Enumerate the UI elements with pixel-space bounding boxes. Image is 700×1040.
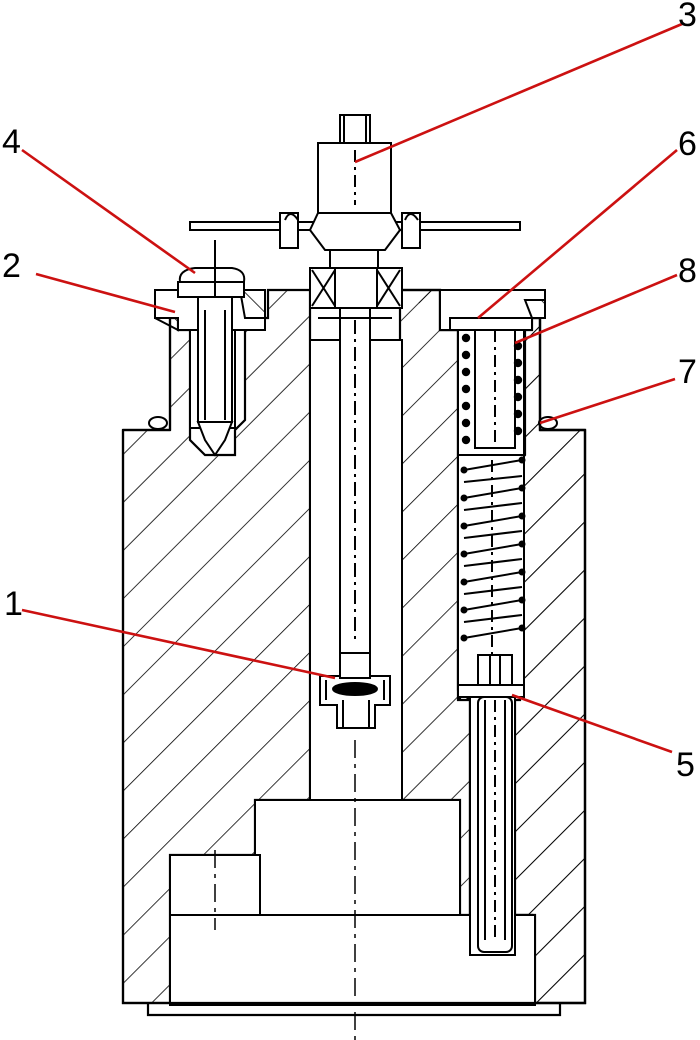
center-lines [214, 740, 356, 1040]
spring-coils-large [460, 456, 526, 642]
callout-5: 5 [676, 746, 695, 784]
spindle-assembly [189, 114, 521, 654]
callout-6: 6 [678, 125, 697, 163]
callout-2: 2 [2, 247, 21, 285]
cup-part [319, 652, 391, 729]
left-screw [177, 240, 246, 457]
leader-lines [21, 22, 683, 754]
callout-7: 7 [678, 353, 697, 391]
callout-4: 4 [2, 123, 21, 161]
callout-1: 1 [4, 585, 23, 623]
callout-3: 3 [678, 0, 697, 34]
guide-rod [457, 654, 525, 953]
compression-spring [463, 459, 523, 655]
callout-8: 8 [678, 252, 697, 290]
spring-coils-small [461, 333, 523, 445]
spring-pin-head [449, 317, 533, 449]
body-outline [121, 318, 587, 1017]
